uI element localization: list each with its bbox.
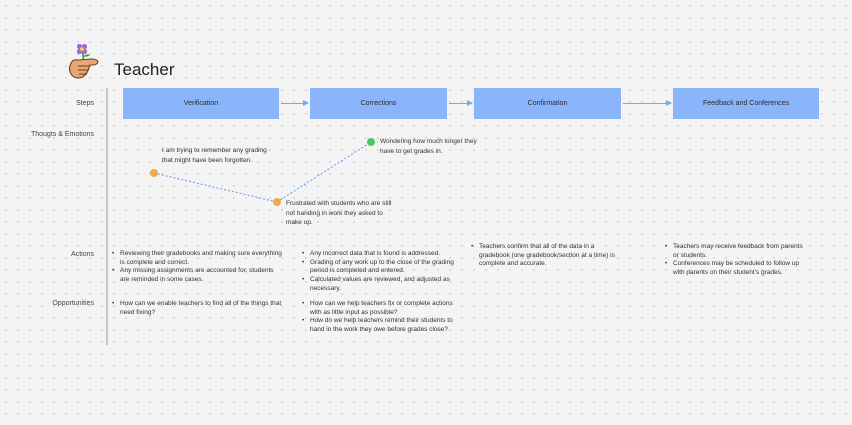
- step-confirmation[interactable]: Confirmation: [474, 88, 621, 119]
- step-verification[interactable]: Verification: [123, 88, 279, 119]
- actions-corrections: Any incorrect data that is found is addr…: [302, 250, 462, 294]
- opportunities-corrections: How can we help teachers fix or complete…: [302, 300, 462, 335]
- list-item: Conferences may be scheduled to follow u…: [665, 260, 805, 277]
- list-item: How do we help teachers remind their stu…: [302, 317, 462, 334]
- list-item: How can we enable teachers to find all o…: [112, 300, 282, 317]
- step-arrow: [281, 100, 309, 106]
- emotion-dot-neutral: [150, 169, 158, 177]
- emotion-connector: [153, 172, 278, 203]
- thought-text: Wondering how much longer they have to g…: [380, 138, 477, 155]
- actions-confirmation: Teachers confirm that all of the data in…: [471, 243, 621, 269]
- opportunities-verification: How can we enable teachers to find all o…: [112, 300, 282, 317]
- step-corrections[interactable]: Corrections: [310, 88, 447, 119]
- vertical-divider: [106, 88, 108, 345]
- actions-feedback: Teachers may receive feedback from paren…: [665, 243, 805, 278]
- row-label-actions: Actions: [71, 251, 94, 258]
- list-item: Teachers confirm that all of the data in…: [471, 243, 621, 269]
- step-feedback-conferences[interactable]: Feedback and Conferences: [673, 88, 819, 119]
- step-arrow: [623, 100, 672, 106]
- row-label-thoughts: Thougts & Emotions: [30, 131, 94, 138]
- emotion-dot-frustrated: [273, 198, 281, 206]
- thought-text: I am trying to remember any grading that…: [162, 147, 267, 164]
- page-title: Teacher: [114, 60, 175, 79]
- list-item: Grading of any work up to the close of t…: [302, 259, 462, 276]
- thought-text: Frustrated with students who are still n…: [286, 200, 392, 226]
- emotion-connector: [276, 141, 372, 203]
- row-label-opportunities: Opportunities: [52, 300, 94, 307]
- hand-holding-flower-icon: [68, 43, 99, 79]
- emotion-dot-wondering: [367, 138, 375, 146]
- list-item: Any incorrect data that is found is addr…: [302, 250, 462, 259]
- list-item: Reviewing their gradebooks and making su…: [112, 250, 282, 267]
- actions-verification: Reviewing their gradebooks and making su…: [112, 250, 282, 285]
- list-item: Teachers may receive feedback from paren…: [665, 243, 805, 260]
- list-item: How can we help teachers fix or complete…: [302, 300, 462, 317]
- list-item: Any missing assignments are accounted fo…: [112, 267, 282, 284]
- row-label-steps: Steps: [76, 100, 94, 107]
- step-arrow: [449, 100, 473, 106]
- list-item: Calculated values are reviewed, and adju…: [302, 276, 462, 293]
